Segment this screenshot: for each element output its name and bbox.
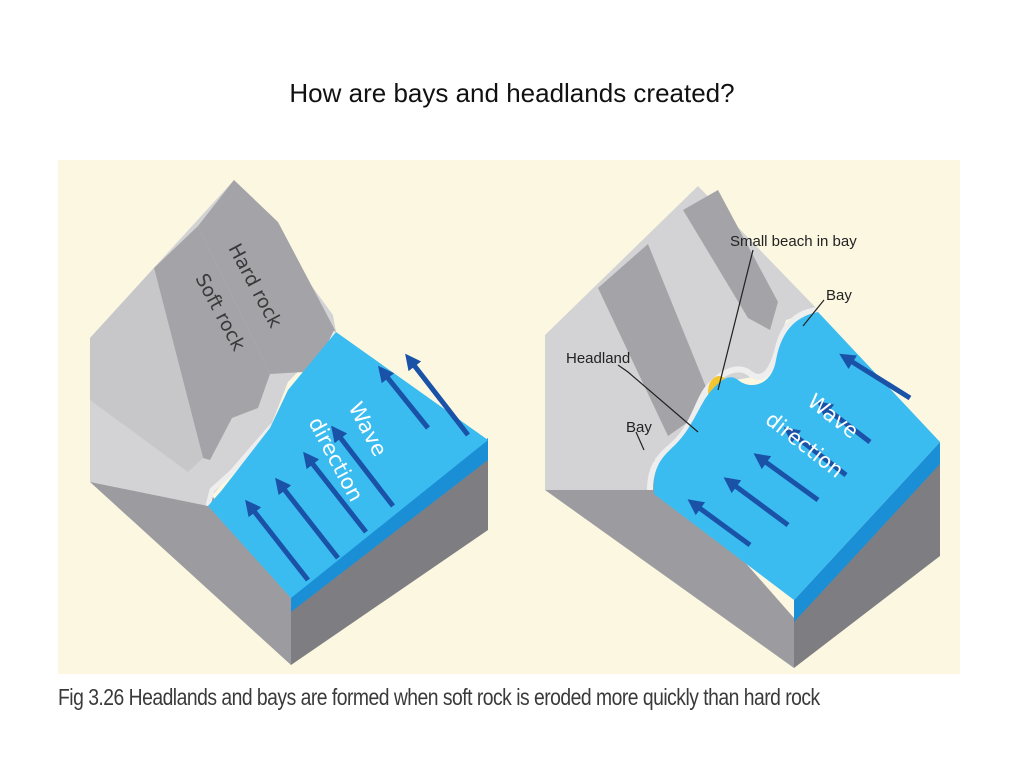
figure-caption: Fig 3.26 Headlands and bays are formed w… — [58, 684, 820, 710]
figure-panel: Hard rock Soft rock Wave direction — [58, 160, 960, 674]
small-beach-leader — [717, 249, 754, 391]
right-soft-rock-band-2 — [683, 190, 778, 330]
right-arrows — [687, 353, 912, 548]
left-arrows — [245, 353, 470, 582]
headland-label: Headland — [566, 350, 630, 367]
left-arrow — [303, 451, 368, 534]
left-sea — [208, 332, 488, 598]
left-block — [90, 180, 488, 665]
bay-top-leader — [802, 299, 825, 327]
right-arrow — [783, 427, 848, 477]
right-arrow — [687, 499, 752, 548]
left-sea-front-edge — [291, 438, 488, 612]
left-soft-rock-band — [154, 226, 270, 460]
right-arrow — [839, 353, 912, 401]
left-arrow — [405, 353, 470, 437]
slide-title: How are bays and headlands created? — [289, 78, 735, 108]
bay-top-label: Bay — [826, 287, 852, 304]
right-arrow — [816, 401, 872, 444]
headland-leader — [617, 364, 699, 433]
figure-diagram: Hard rock Soft rock Wave direction — [90, 180, 940, 668]
bay-left-label: Bay — [626, 419, 652, 436]
right-sea-front-edge — [794, 442, 940, 622]
right-block — [545, 186, 940, 668]
right-arrow — [723, 477, 790, 528]
left-arrow — [331, 425, 395, 508]
left-arrow — [377, 365, 430, 430]
right-soft-rock-band — [598, 244, 708, 436]
bay-left-leader — [635, 431, 645, 451]
right-arrow — [753, 453, 820, 503]
left-hard-rock-band — [198, 180, 336, 374]
right-cliff-edge — [647, 307, 819, 491]
left-light-band — [90, 268, 203, 472]
left-arrow — [275, 477, 340, 560]
small-beach-label: Small beach in bay — [730, 233, 857, 250]
left-arrow — [245, 499, 310, 582]
